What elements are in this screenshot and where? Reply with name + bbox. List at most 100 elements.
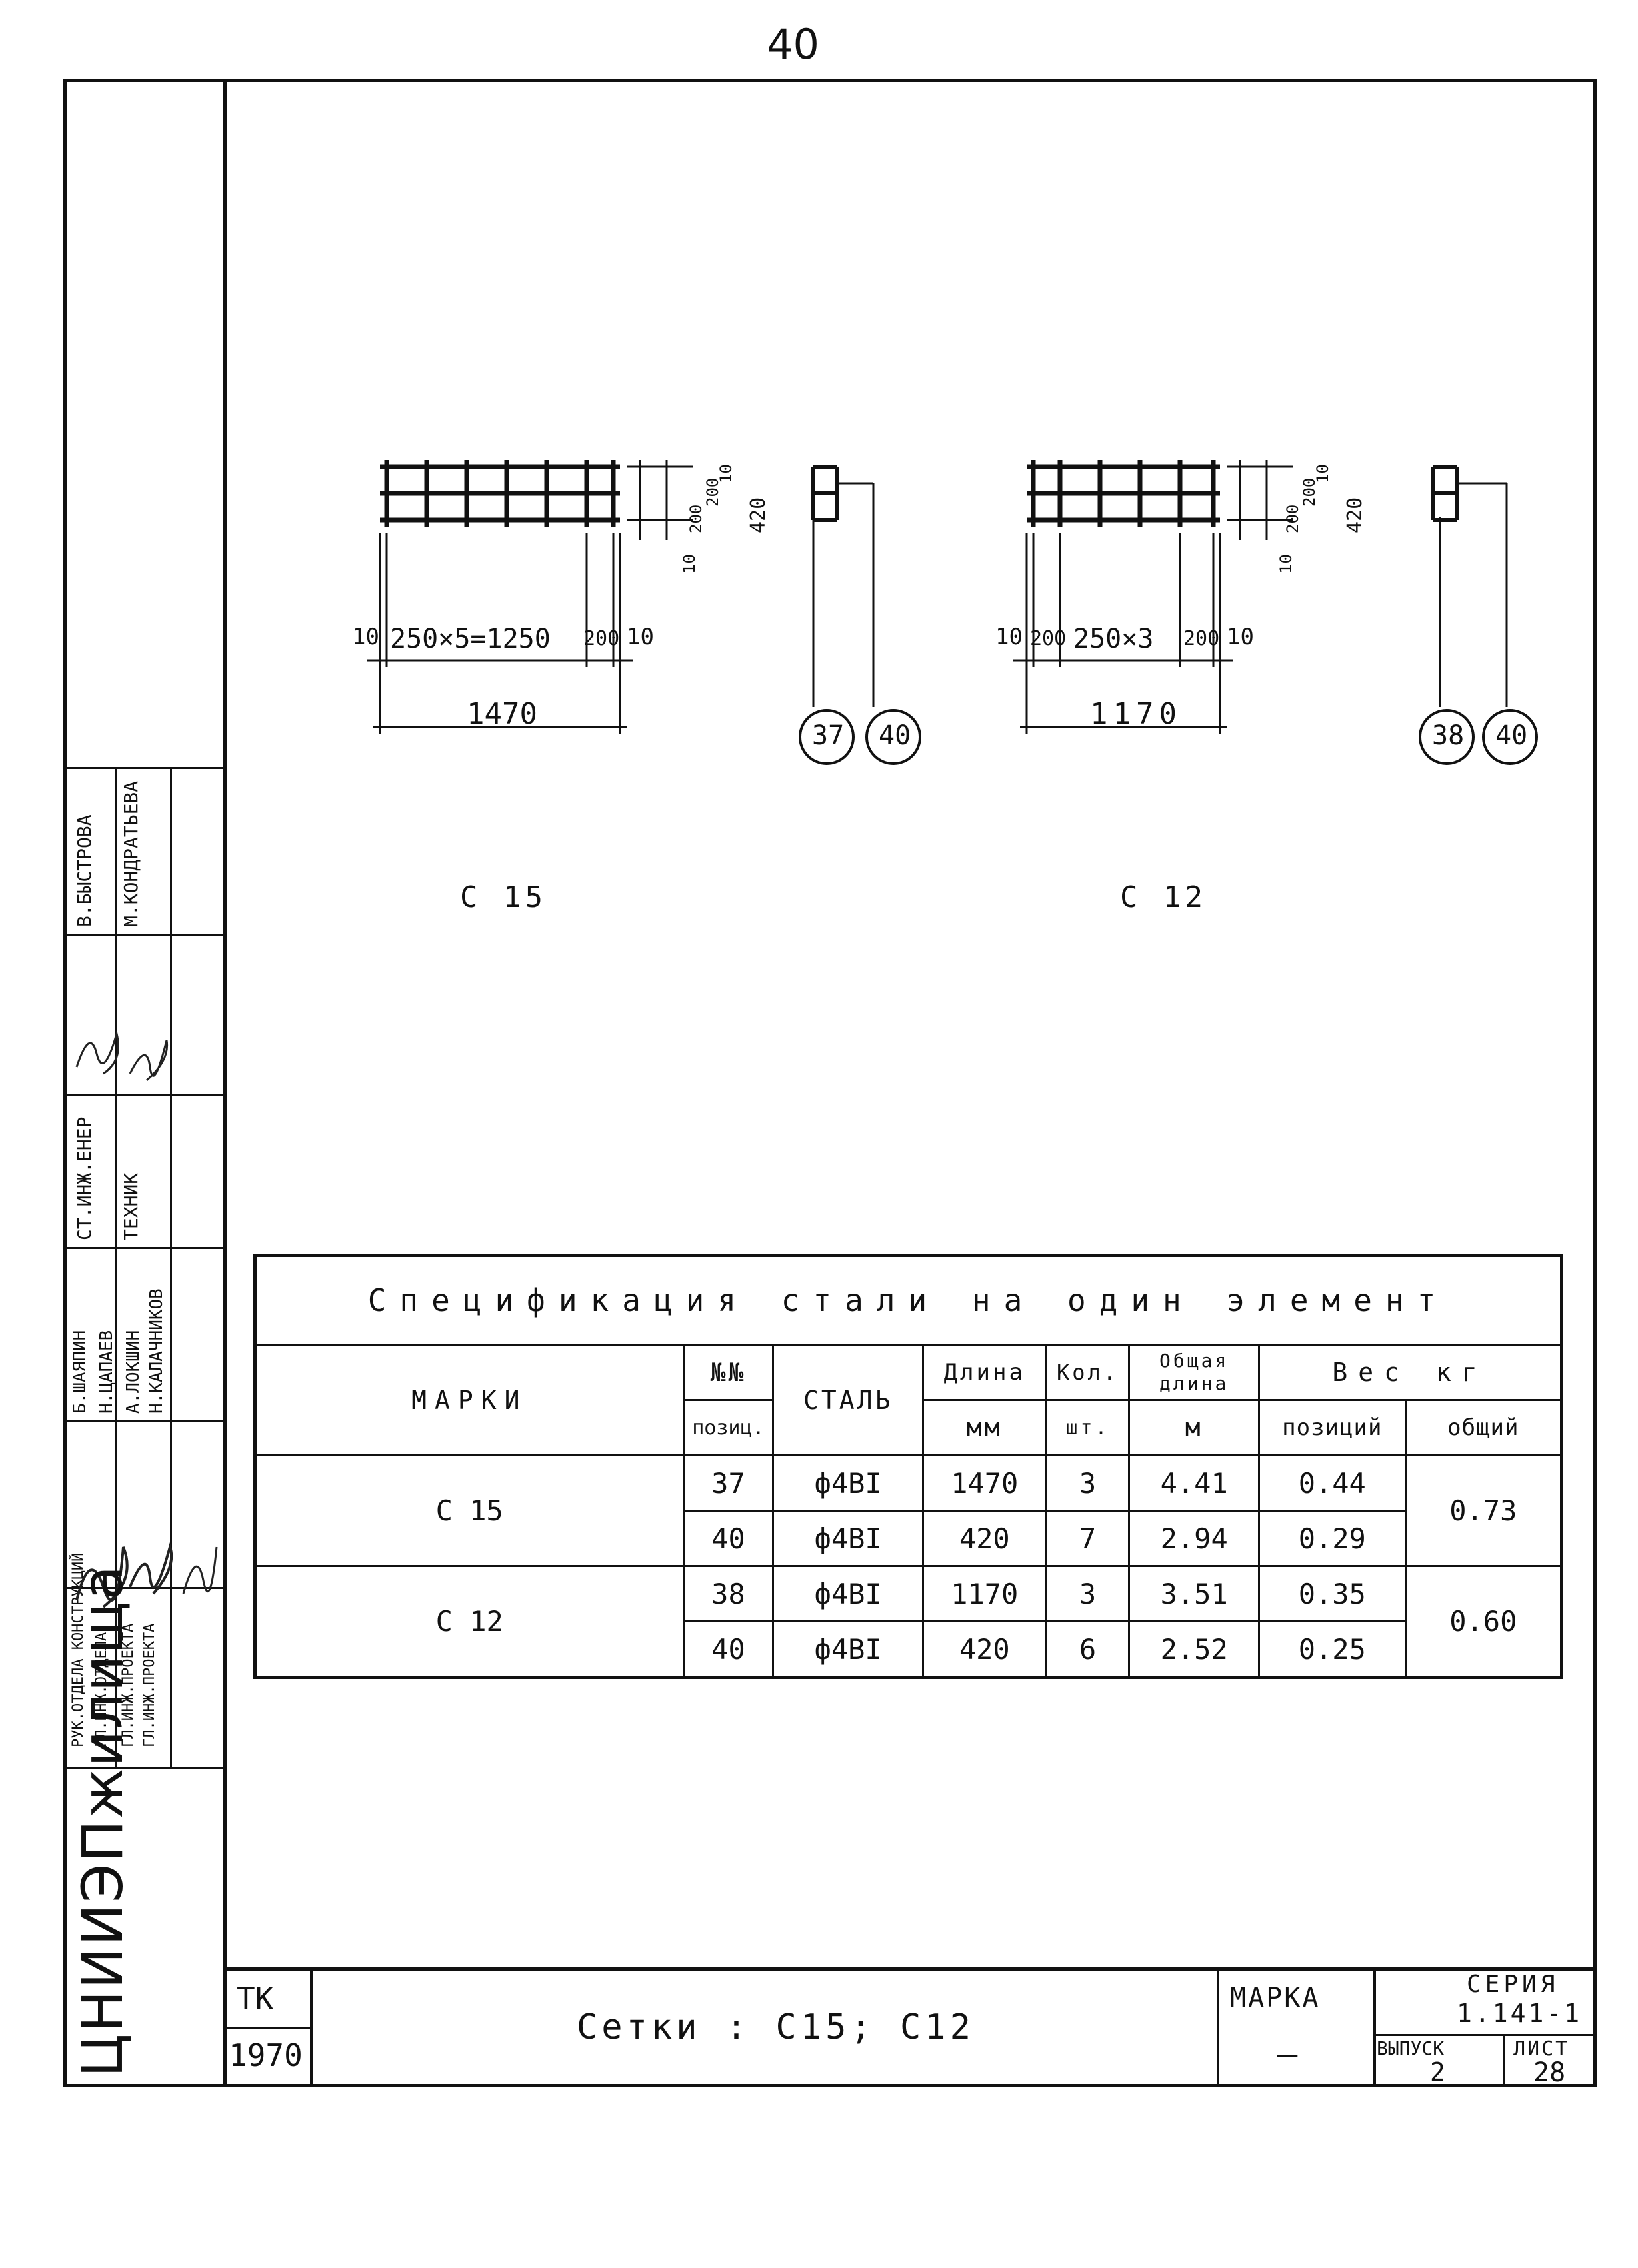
cell-qty: 7: [1045, 1510, 1131, 1567]
header-total-bottom: м: [1128, 1399, 1260, 1456]
c12-chain-4: 200: [1183, 627, 1220, 650]
issue-value: 2: [1430, 2057, 1445, 2087]
cell-pos: 40: [682, 1510, 775, 1567]
header-mark: МАРКИ: [254, 1344, 685, 1456]
frame-left: [63, 79, 67, 2087]
page-number: 40: [767, 20, 819, 69]
c15-chain-1: 10: [352, 624, 379, 650]
c12-side-1: 10: [1277, 554, 1295, 574]
cell-pos: 37: [682, 1454, 775, 1512]
c15-width: 1470: [467, 697, 537, 731]
title-tk: ТК: [237, 1981, 274, 2017]
header-weight-pos: позиций: [1257, 1399, 1407, 1456]
cell-weight: 0.25: [1257, 1620, 1407, 1678]
header-length-top: Длина: [921, 1344, 1047, 1401]
title-year: 1970: [229, 2037, 303, 2073]
header-length-bottom: мм: [921, 1399, 1047, 1456]
position-circle-40: [865, 709, 921, 765]
sheet-value: 28: [1533, 2057, 1566, 2088]
cell-steel: ф4ВI: [772, 1454, 924, 1512]
header-pos-bottom: позиц.: [682, 1399, 775, 1456]
cell-total-weight-c15: 0.73: [1404, 1454, 1563, 1567]
c15-chain-4: 10: [627, 624, 654, 650]
c12-position-40: 40: [1495, 720, 1528, 751]
cell-weight: 0.44: [1257, 1454, 1407, 1512]
cell-length: 1470: [921, 1454, 1047, 1512]
position-circle-40b: [1482, 709, 1538, 765]
series-label: СЕРИЯ: [1467, 1971, 1559, 1998]
frame-inner-left: [223, 79, 227, 2087]
mark-label: МАРКА: [1230, 1983, 1321, 2013]
frame-top: [63, 79, 1597, 82]
c15-chain-2: 250×5=1250: [390, 624, 551, 654]
cell-length: 1170: [921, 1565, 1047, 1622]
cell-pos: 38: [682, 1565, 775, 1622]
spec-table: Спецификация стали на один элемент МАРКИ…: [253, 1254, 1563, 1679]
sheet-label: ЛИСТ: [1513, 2037, 1570, 2061]
table-row: С 12 38 ф4ВI 1170 3 3.51 0.35 0.60: [254, 1565, 1563, 1678]
stamp-organization: ЦНИИЭПжилища: [70, 1564, 135, 2077]
table-row: 40 ф4ВI 420 7 2.94 0.29: [255, 1510, 1562, 1567]
drawing-c12: [1013, 460, 1538, 765]
header-weight-total: общий: [1404, 1399, 1563, 1456]
row-mark-c12: С 12: [254, 1565, 685, 1678]
cell-weight: 0.29: [1257, 1510, 1407, 1567]
cell-qty: 3: [1045, 1454, 1131, 1512]
cell-length: 420: [921, 1510, 1047, 1567]
c12-position-38: 38: [1432, 720, 1465, 751]
frame-bottom: [63, 2084, 1597, 2087]
c12-chain-1: 10: [995, 624, 1023, 650]
header-pos-top: №№: [682, 1344, 775, 1401]
c12-width: 1170: [1090, 697, 1182, 731]
cell-steel: ф4ВI: [772, 1620, 924, 1678]
cell-total-weight-c12: 0.60: [1404, 1565, 1563, 1678]
series-value: 1.141-1: [1457, 1999, 1583, 2028]
drawing-c15: [367, 460, 921, 765]
c12-label: С 12: [1120, 880, 1207, 914]
cell-length: 420: [921, 1620, 1047, 1678]
header-weight: Вес кг: [1257, 1344, 1563, 1401]
table-row: С 15 37 ф4ВI 1470 3 4.41 0.44 0.73: [254, 1454, 1563, 1567]
title-main: Сетки : С15; С12: [577, 2007, 975, 2047]
cell-weight: 0.35: [1257, 1565, 1407, 1622]
spec-caption: Спецификация стали на один элемент: [254, 1254, 1563, 1346]
mark-value: —: [1277, 2034, 1298, 2074]
c15-side-1: 10: [680, 554, 699, 574]
c12-chain-2: 200: [1030, 627, 1067, 650]
row-mark-c15: С 15: [254, 1454, 685, 1567]
signature-marks: [75, 1030, 218, 1608]
c15-position-37: 37: [812, 720, 845, 751]
c12-chain-3: 250×3: [1073, 624, 1154, 654]
table-row: 40 ф4ВI 420 6 2.52 0.25: [255, 1620, 1562, 1678]
cell-qty: 6: [1045, 1620, 1131, 1678]
c12-side-4: 10: [1313, 464, 1332, 483]
header-steel: СТАЛЬ: [772, 1344, 924, 1456]
cell-total-length: 2.52: [1128, 1620, 1260, 1678]
header-total-top: Общая длина: [1128, 1344, 1260, 1401]
cell-total-length: 4.41: [1128, 1454, 1260, 1512]
c15-height: 420: [747, 497, 770, 533]
title-block: ТК 1970 Сетки : С15; С12 МАРКА — СЕРИЯ 1…: [223, 1967, 1593, 2088]
c12-height: 420: [1343, 497, 1367, 533]
c15-position-40: 40: [879, 720, 911, 751]
cell-steel: ф4ВI: [772, 1565, 924, 1622]
position-circle-38: [1419, 709, 1475, 765]
c15-label: С 15: [460, 880, 547, 914]
stamp-name-5: В.БЫСТРОВА: [73, 814, 95, 927]
cell-qty: 3: [1045, 1565, 1131, 1622]
frame-right: [1593, 79, 1597, 2087]
cell-steel: ф4ВI: [772, 1510, 924, 1567]
c15-chain-3: 200: [583, 627, 620, 650]
c15-side-2: 200: [687, 504, 705, 533]
cell-total-length: 2.94: [1128, 1510, 1260, 1567]
c12-side-2: 200: [1283, 504, 1302, 533]
header-qty-bottom: шт.: [1045, 1399, 1131, 1456]
issue-label: ВЫПУСК: [1377, 2037, 1445, 2059]
cell-pos: 40: [682, 1620, 775, 1678]
cell-total-length: 3.51: [1128, 1565, 1260, 1622]
position-circle-37: [799, 709, 855, 765]
header-qty-top: Кол.: [1045, 1344, 1131, 1401]
stamp-name-6: М.КОНДРАТЬЕВА: [120, 780, 142, 927]
c12-chain-5: 10: [1227, 624, 1254, 650]
c15-side-4: 10: [717, 464, 735, 483]
